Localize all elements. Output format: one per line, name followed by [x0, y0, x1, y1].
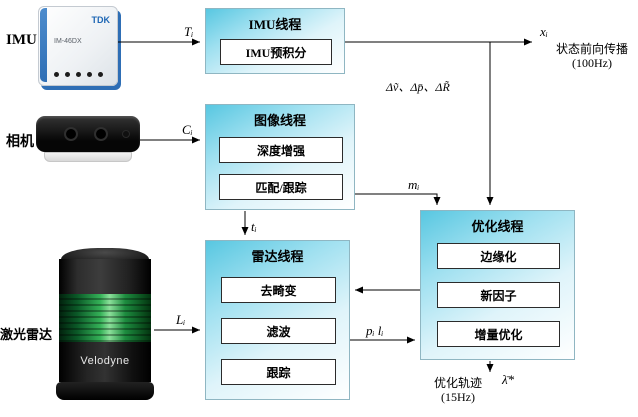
camera-label: 相机: [6, 135, 34, 150]
imu-case-blue-edge: [40, 8, 47, 82]
imu-brand-text: TDK: [91, 15, 111, 25]
track-step: 跟踪: [221, 359, 336, 385]
camera-ir-sensor: [122, 130, 130, 138]
state-propagation-text: 状态前向传播: [555, 42, 628, 56]
state-propagation-rate: (100Hz): [572, 56, 612, 70]
camera-sensor-image: [36, 112, 140, 166]
filter-step: 滤波: [221, 318, 336, 344]
lidar-label: 激光雷达: [0, 327, 53, 342]
imu-pin-dot: [98, 72, 103, 77]
image-thread-box: 图像线程 深度增强 匹配/跟踪: [205, 104, 355, 210]
trajectory-rate: (15Hz): [441, 390, 475, 404]
imu-thread-title: IMU线程: [248, 17, 302, 32]
lidar-upper-body: [59, 259, 151, 294]
signal-m-i: mᵢ: [408, 177, 420, 192]
new-factor-step: 新因子: [437, 282, 560, 308]
image-thread-title: 图像线程: [253, 113, 306, 128]
arrow-image-thread-to-opt-thread: [355, 193, 441, 205]
marginalization-step: 边缘化: [437, 243, 560, 269]
lidar-lower-body: Velodyne: [59, 342, 151, 382]
signal-delta-preintegration: Δṽ、Δp̄、ΔR̃: [386, 80, 450, 94]
camera-base: [44, 152, 132, 162]
signal-C-i: Cᵢ: [182, 122, 193, 137]
imu-pin-dot: [76, 72, 81, 77]
match-track-step: 匹配/跟踪: [219, 174, 343, 200]
lidar-band-slits: [59, 294, 151, 342]
imu-pin-dot: [54, 72, 59, 77]
lidar-sensor-image: Velodyne: [56, 248, 154, 402]
lidar-green-band: [59, 294, 151, 342]
undistort-step: 去畸变: [221, 277, 336, 303]
camera-lens-left: [64, 127, 78, 141]
imu-model-text: IM-46DX: [54, 38, 82, 45]
lidar-thread-title: 雷达线程: [251, 249, 304, 264]
signal-t-i: tᵢ: [251, 219, 257, 234]
incremental-opt-step: 增量优化: [437, 321, 560, 347]
signal-T-i: Tᵢ: [184, 24, 194, 39]
imu-preintegration-step: IMU预积分: [220, 39, 332, 65]
signal-p-i-l-i: pᵢ lᵢ: [366, 323, 384, 338]
imu-thread-box: IMU线程 IMU预积分: [205, 8, 345, 74]
imu-pin-dot: [87, 72, 92, 77]
imu-pin-dots: [54, 72, 103, 77]
lidar-brand-text: Velodyne: [80, 355, 130, 367]
lidar-base: [56, 382, 154, 400]
camera-lens-right: [94, 127, 108, 141]
opt-thread-box: 优化线程 边缘化 新因子 增量优化: [420, 210, 575, 360]
opt-thread-title: 优化线程: [471, 219, 524, 234]
depth-enhance-step: 深度增强: [219, 137, 343, 163]
signal-x-i: xᵢ: [540, 24, 548, 39]
lidar-thread-box: 雷达线程 去畸变 滤波 跟踪: [205, 240, 350, 400]
imu-label: IMU: [6, 32, 37, 48]
imu-sensor-image: TDK IM-46DX: [38, 6, 118, 86]
signal-lambda-star: λ̄*: [502, 372, 515, 387]
imu-pin-dot: [65, 72, 70, 77]
signal-L-i: Lᵢ: [176, 312, 186, 327]
trajectory-text: 优化轨迹: [433, 376, 482, 390]
